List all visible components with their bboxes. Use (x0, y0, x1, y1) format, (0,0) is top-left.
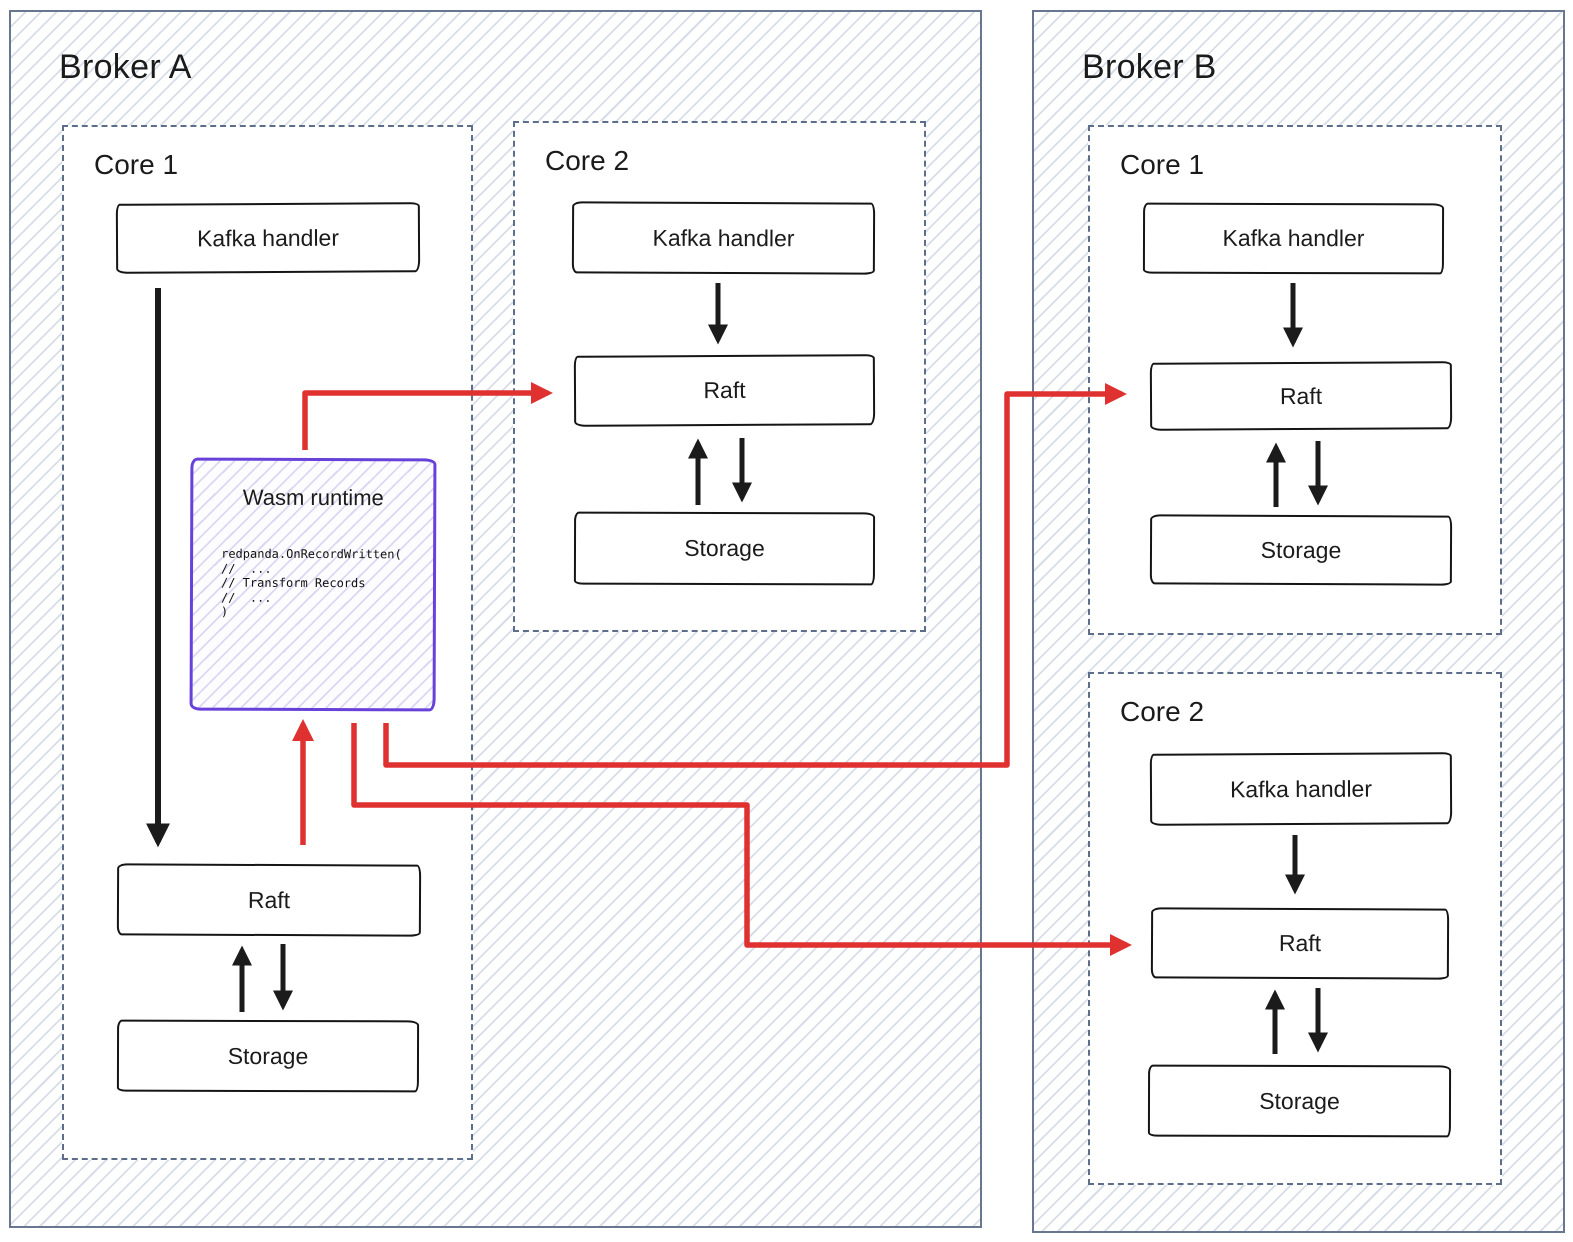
broker-a-core-1-label: Core 1 (94, 149, 179, 180)
wasm-runtime-title: Wasm runtime (242, 484, 384, 511)
wasm-runtime-code: redpanda.OnRecordWritten( // ... // Tran… (220, 546, 402, 619)
broker-b-core-2-kafka-handler-box: Kafka handler (1149, 752, 1453, 826)
box-label: Kafka handler (196, 224, 340, 251)
broker-b-core-1-storage-box: Storage (1149, 514, 1453, 586)
broker-a-core-2-raft-box: Raft (573, 354, 876, 427)
broker-b-core-1-raft-box: Raft (1149, 361, 1453, 431)
box-label: Storage (1259, 1087, 1340, 1114)
box-label: Raft (1278, 929, 1322, 957)
box-label: Storage (1260, 536, 1342, 563)
broker-b-core-2-raft-box: Raft (1150, 907, 1450, 980)
box-label: Kafka handler (1229, 775, 1373, 802)
box-label: Kafka handler (652, 224, 795, 251)
broker-b-core-1-label: Core 1 (1120, 149, 1205, 180)
box-label: Raft (1279, 382, 1323, 409)
box-label: Kafka handler (1222, 224, 1365, 252)
box-label: Storage (684, 534, 765, 562)
broker-b-core-1-kafka-handler-box: Kafka handler (1142, 202, 1445, 275)
broker-a-core-2-kafka-handler-box: Kafka handler (571, 201, 876, 275)
broker-a-label: Broker A (59, 48, 192, 86)
broker-a-core-2-storage-box: Storage (573, 511, 876, 586)
wasm-runtime-box: Wasm runtime redpanda.OnRecordWritten( /… (189, 457, 437, 712)
broker-b-label: Broker B (1082, 48, 1217, 86)
box-label: Raft (247, 886, 291, 913)
box-label: Raft (703, 376, 746, 404)
box-label: Storage (227, 1042, 309, 1069)
broker-a-core-1-kafka-handler-box: Kafka handler (115, 202, 421, 274)
broker-b-core-2-label: Core 2 (1120, 696, 1205, 727)
broker-a-core-2-label: Core 2 (545, 145, 630, 176)
broker-b: Broker B Core 1 Core 2 (1032, 10, 1565, 1233)
broker-a-core-1-storage-box: Storage (116, 1019, 420, 1093)
broker-b-core-2-storage-box: Storage (1147, 1064, 1452, 1138)
broker-a-core-1-raft-box: Raft (116, 863, 422, 937)
